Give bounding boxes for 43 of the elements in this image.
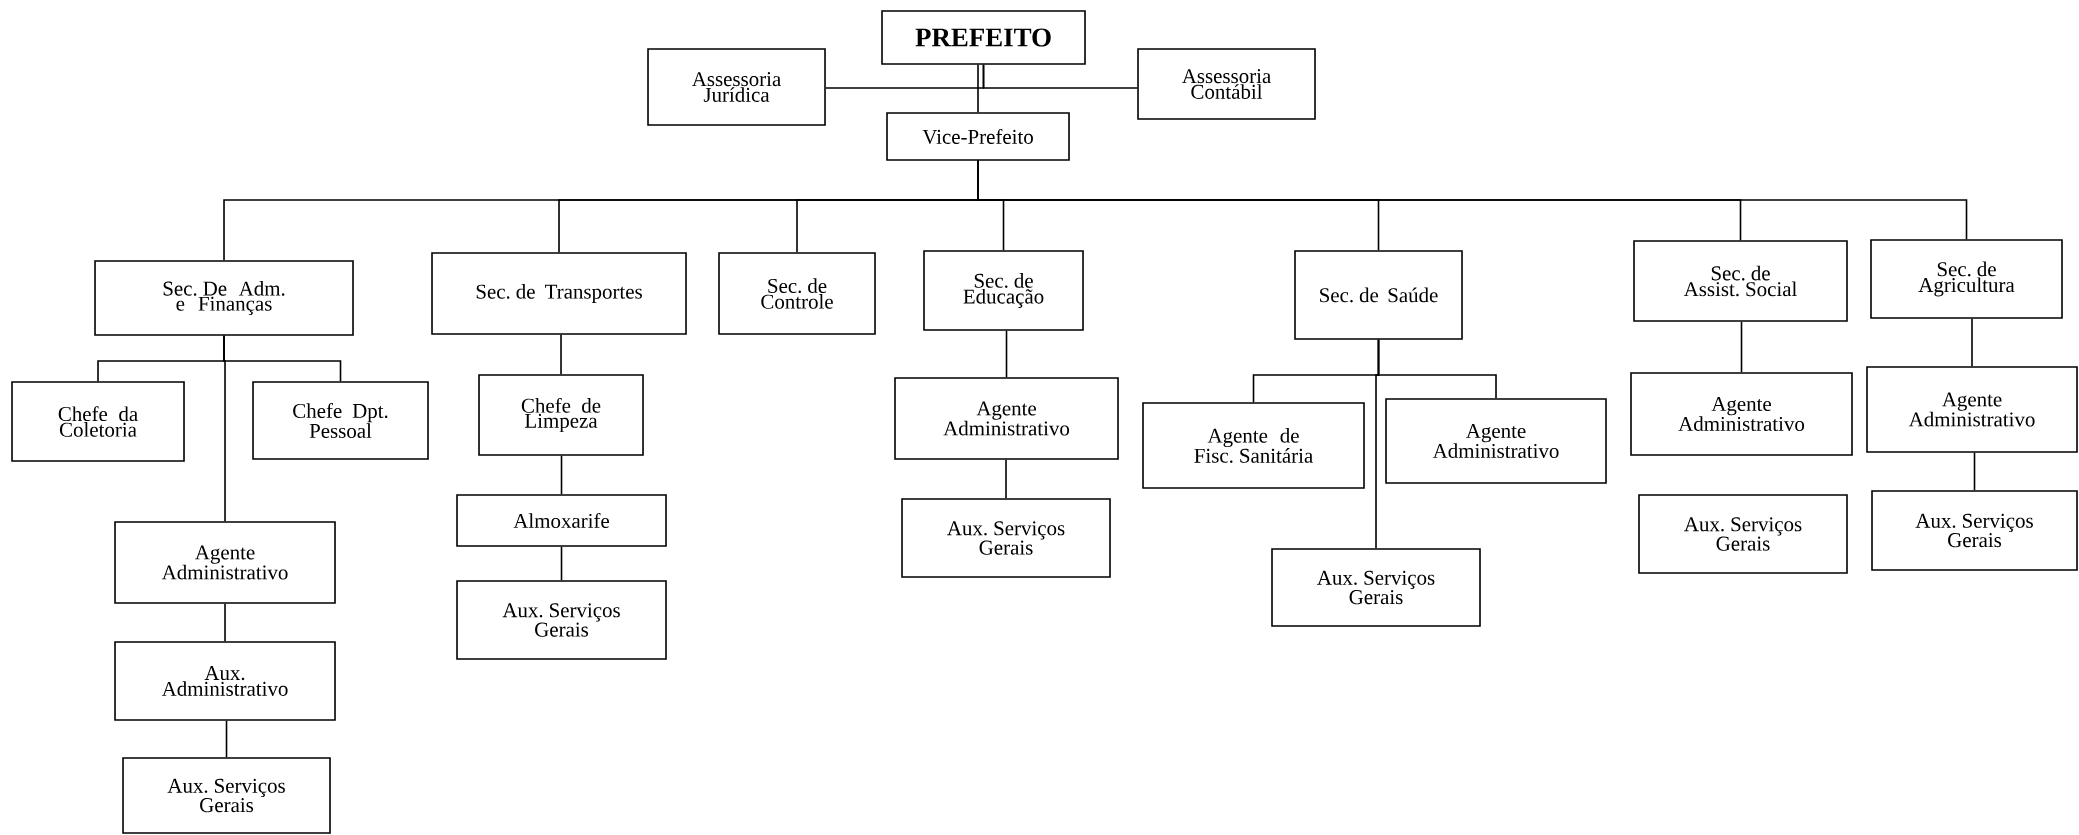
connector-line (560, 546, 563, 581)
title-box: PREFEITO (881, 10, 1086, 65)
position-box: Chefe Dpt. Pessoal (252, 381, 429, 460)
position-box: Vice-Prefeito (886, 112, 1070, 161)
position-box: Aux. Serviços Gerais (901, 498, 1111, 578)
position-box: Sec. De Adm. e Finanças (94, 260, 354, 336)
position-box: Sec. de Controle (718, 252, 876, 335)
position-box: Agente Administrativo (114, 521, 336, 604)
position-box: Aux. Serviços Gerais (1271, 548, 1481, 627)
position-box: Sec. de Educação (923, 250, 1084, 331)
position-box: Agente Administrativo (1385, 398, 1607, 484)
position-box: Agente Administrativo (1630, 372, 1853, 456)
position-box: Aux. Serviços Gerais (1638, 494, 1848, 574)
connector-line (982, 64, 1138, 89)
position-box: Aux. Serviços Gerais (122, 757, 331, 834)
position-box: Chefe da Coletoria (11, 381, 185, 462)
position-box: Almoxarife (456, 494, 667, 547)
position-box: Assessoria Contábil (1137, 48, 1316, 120)
connector-line (224, 603, 226, 642)
connector-line (1375, 339, 1380, 549)
connector-line (223, 335, 226, 522)
position-box: Sec. de Saúde (1294, 250, 1463, 340)
connector-line (560, 455, 563, 495)
connector-line (560, 334, 562, 375)
connector-line (1971, 318, 1973, 367)
connector-line (977, 160, 1968, 240)
connector-line (1973, 452, 1976, 491)
position-box: Sec. de Assist. Social (1633, 240, 1848, 322)
position-box: Chefe de Limpeza (478, 374, 644, 456)
position-box: Assessoria Jurídica (647, 48, 826, 126)
position-box: Agente Administrativo (894, 377, 1119, 460)
position-box: Aux. Administrativo (114, 641, 336, 721)
connector-line (1005, 330, 1008, 378)
position-box: Agente de Fisc. Sanitária (1142, 402, 1365, 489)
position-box: Agente Administrativo (1866, 366, 2078, 453)
position-box: Aux. Serviços Gerais (1871, 490, 2078, 571)
connector-line (1005, 459, 1007, 499)
position-box: Aux. Serviços Gerais (456, 580, 667, 660)
position-box: Sec. de Transportes (431, 252, 687, 335)
position-box: Sec. de Agricultura (1870, 239, 2063, 319)
connector-line (1740, 321, 1743, 373)
connector-line (977, 64, 979, 113)
connector-line (225, 720, 228, 758)
